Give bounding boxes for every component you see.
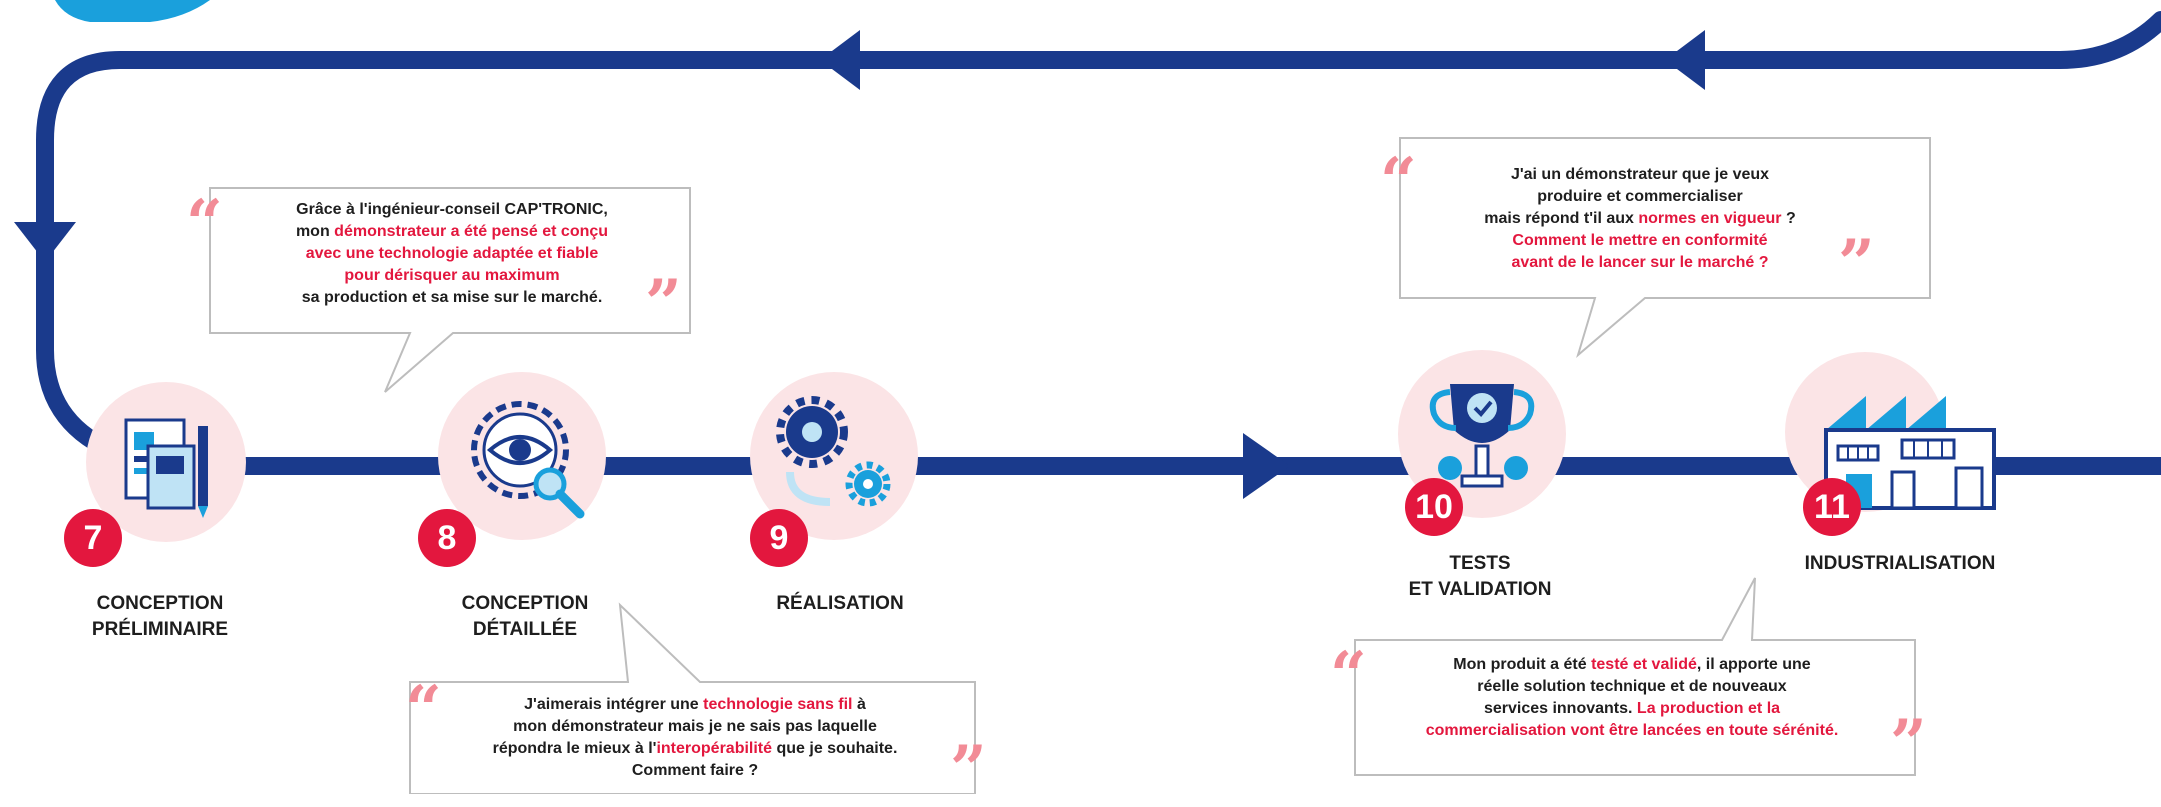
right-arrow-main bbox=[1243, 433, 1290, 499]
down-arrow-left bbox=[14, 222, 76, 262]
quote-10-line-3: mais répond t'il aux normes en vigueur ? bbox=[1484, 210, 1796, 227]
step-10-label-line-2: ET VALIDATION bbox=[1408, 579, 1552, 600]
step-7-badge: 7 bbox=[64, 509, 122, 567]
quote-11-line-2: réelle solution technique et de nouveaux bbox=[1477, 678, 1787, 695]
step-8-label-line-2: DÉTAILLÉE bbox=[472, 619, 578, 640]
bubble-11-frame bbox=[1354, 577, 1916, 776]
step-9-label: RÉALISATION bbox=[720, 591, 960, 617]
step-9-circle bbox=[750, 372, 918, 540]
quote-10-text: J'ai un démonstrateur que je veux produi… bbox=[1440, 164, 1840, 274]
step-9-badge: 9 bbox=[750, 509, 808, 567]
step-10-badge: 10 bbox=[1405, 478, 1463, 536]
step-11-label-line-1: INDUSTRIALISATION bbox=[1804, 553, 1996, 574]
step-8-label-line-1: CONCEPTION bbox=[461, 593, 589, 614]
quote-8-line-5: sa production et sa mise sur le marché. bbox=[301, 289, 603, 306]
quote-11-line-1: Mon produit a été testé et validé, il ap… bbox=[1453, 656, 1811, 673]
close-quote-10: ” bbox=[1838, 226, 1875, 301]
step-8-circle bbox=[438, 372, 606, 540]
step-9-label-line-1: RÉALISATION bbox=[776, 593, 904, 614]
quote-9-line-2: mon démonstrateur mais je ne sais pas la… bbox=[513, 718, 877, 735]
step-11-badge: 11 bbox=[1803, 478, 1861, 536]
step-7-label-line-2: PRÉLIMINAIRE bbox=[91, 619, 229, 640]
step-10-label: TESTS ET VALIDATION bbox=[1360, 551, 1600, 603]
close-quote-8: ” bbox=[645, 266, 682, 341]
close-quote-9: ” bbox=[950, 732, 987, 807]
quote-11-line-4: commercialisation vont être lancées en t… bbox=[1425, 722, 1839, 739]
step-10-label-line-1: TESTS bbox=[1449, 553, 1511, 574]
open-quote-9: “ bbox=[405, 672, 442, 747]
open-quote-11: “ bbox=[1330, 638, 1367, 713]
quote-10-line-2: produire et commercialiser bbox=[1537, 188, 1743, 205]
eye-gear-icon bbox=[471, 401, 585, 519]
bubble-10-frame bbox=[1399, 137, 1931, 358]
quote-8-line-2: mon démonstrateur a été pensé et conçu bbox=[295, 223, 609, 240]
quote-11-line-3: services innovants. La production et la bbox=[1483, 700, 1781, 717]
step-11-label: INDUSTRIALISATION bbox=[1770, 551, 2030, 577]
step-8-label: CONCEPTION DÉTAILLÉE bbox=[410, 591, 640, 643]
quote-11-text: Mon produit a été testé et validé, il ap… bbox=[1372, 654, 1892, 742]
quote-9-line-3: répondra le mieux à l'interopérabilité q… bbox=[492, 740, 898, 757]
step-8-badge: 8 bbox=[418, 509, 476, 567]
gears-icon bbox=[776, 396, 891, 507]
bubble-9-frame bbox=[409, 602, 976, 794]
quote-9-line-1: J'aimerais intégrer une technologie sans… bbox=[524, 696, 866, 713]
return-track bbox=[36, 11, 2161, 459]
trophy-gears-icon bbox=[1429, 384, 1535, 488]
quote-9-line-4: Comment faire ? bbox=[631, 762, 759, 779]
left-arrow-top-2 bbox=[1665, 30, 1705, 90]
close-quote-11: ” bbox=[1890, 706, 1927, 781]
quote-8-line-3: avec une technologie adaptée et fiable bbox=[305, 245, 599, 262]
open-quote-10: “ bbox=[1380, 144, 1417, 219]
quote-8-line-4: pour dérisquer au maximum bbox=[344, 267, 560, 284]
step-7-circle bbox=[86, 382, 246, 542]
bubble-8-frame bbox=[209, 187, 691, 393]
quote-10-line-1: J'ai un démonstrateur que je veux bbox=[1510, 166, 1770, 183]
quote-10-line-4: Comment le mettre en conformité bbox=[1512, 232, 1768, 249]
step-7-label-line-1: CONCEPTION bbox=[96, 593, 224, 614]
quote-9-text: J'aimerais intégrer une technologie sans… bbox=[430, 694, 960, 782]
quote-8-line-1: Grâce à l'ingénieur-conseil CAP'TRONIC, bbox=[296, 201, 608, 218]
blueprint-icon bbox=[124, 418, 208, 518]
corner-brand-shape bbox=[55, 0, 210, 22]
left-arrow-top-1 bbox=[820, 30, 860, 90]
step-10-circle bbox=[1398, 350, 1566, 518]
quote-8-text: Grâce à l'ingénieur-conseil CAP'TRONIC, … bbox=[232, 199, 672, 309]
open-quote-8: “ bbox=[186, 186, 223, 261]
step-7-label: CONCEPTION PRÉLIMINAIRE bbox=[45, 591, 275, 643]
quote-10-line-5: avant de le lancer sur le marché ? bbox=[1511, 254, 1769, 271]
